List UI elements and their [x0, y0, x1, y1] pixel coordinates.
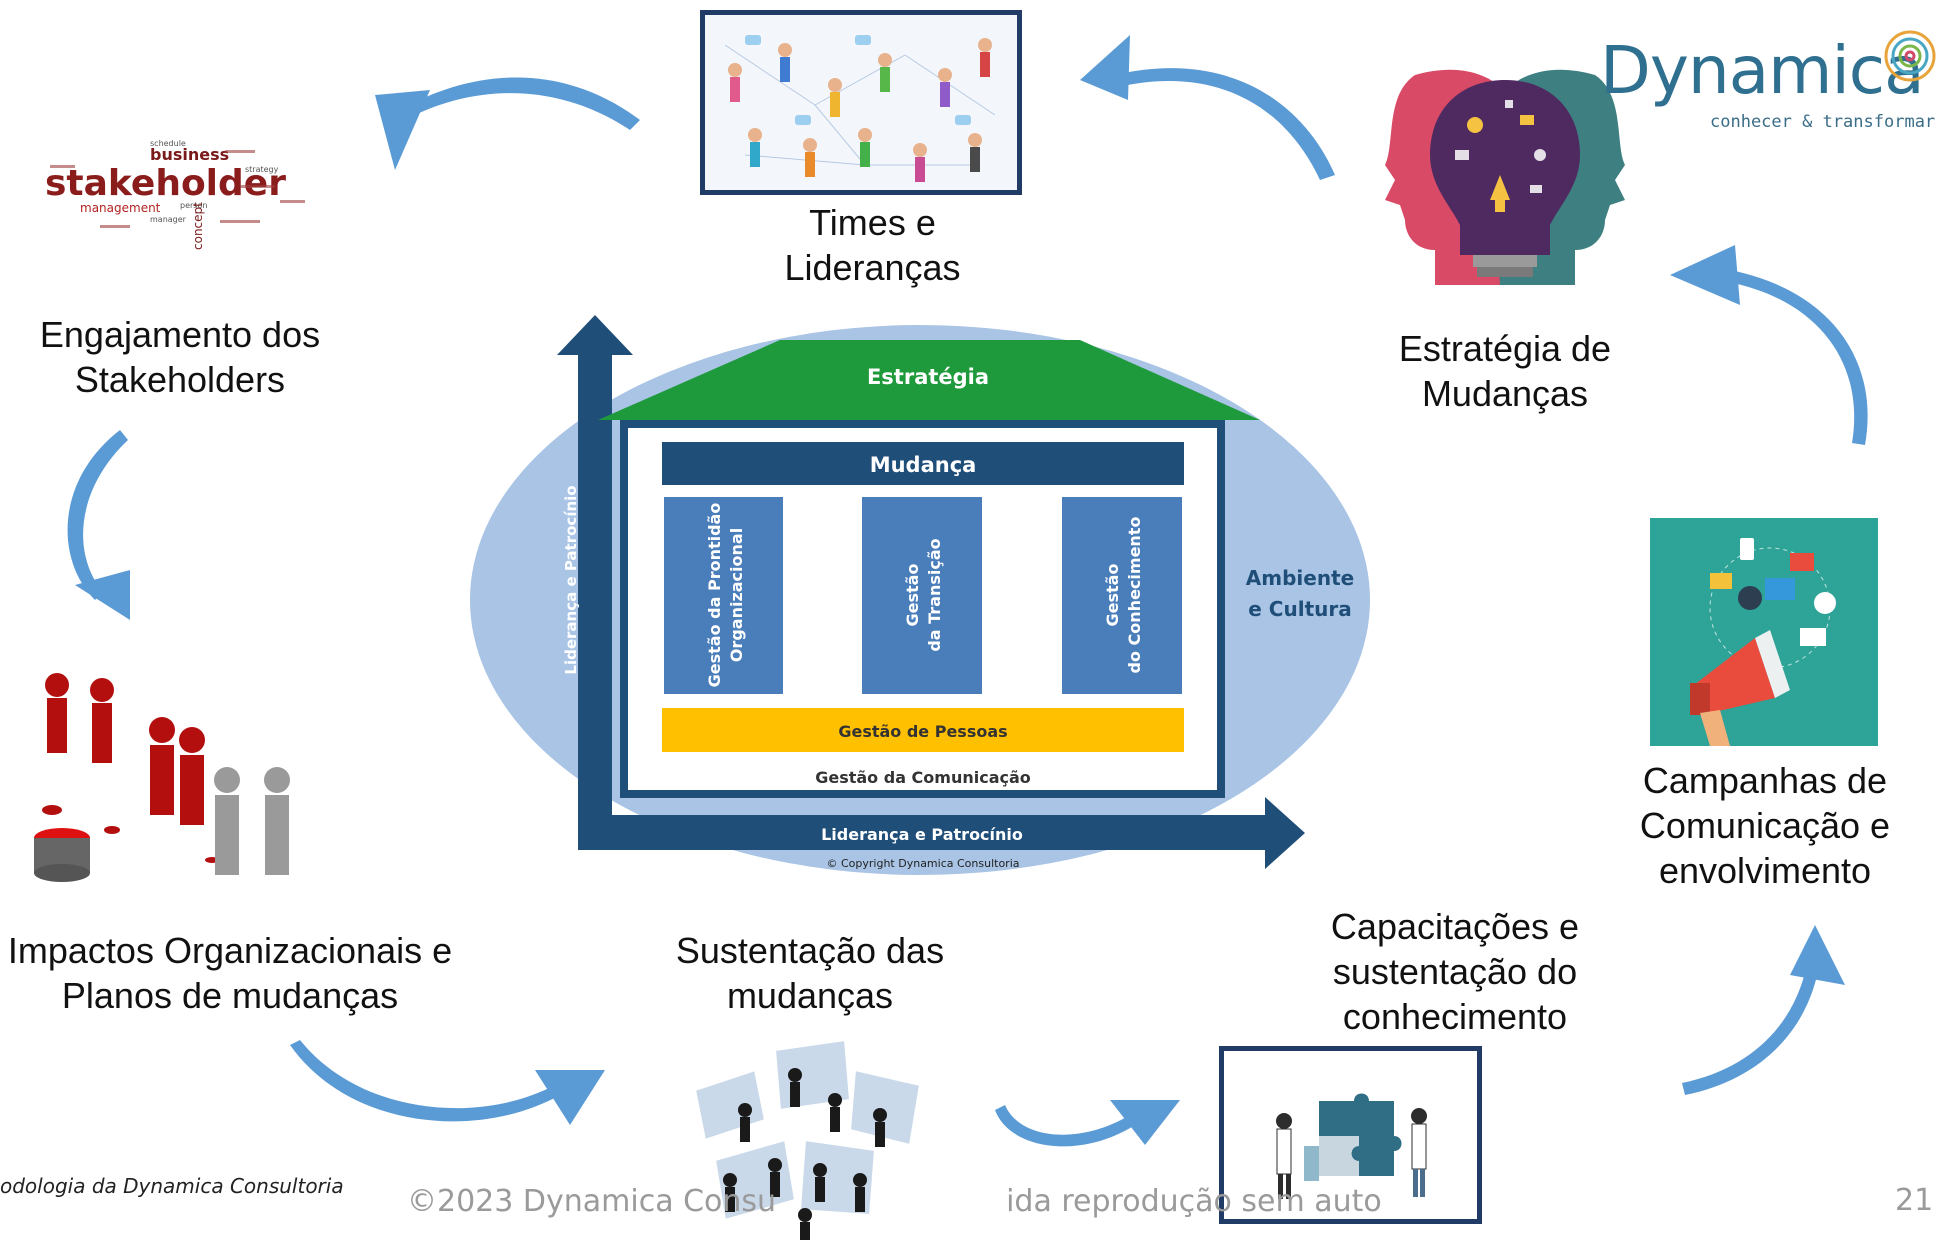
house-diagram: Estratégia Mudança Gestão da Prontidão O…: [470, 315, 1370, 875]
pillar-3-label-line2: do Conhecimento: [1125, 517, 1144, 674]
sustentacao-image: [685, 1030, 935, 1240]
arrow-head-5: [1110, 1100, 1180, 1145]
times-image: [700, 10, 1022, 195]
horizontal-axis-arrow: [578, 797, 1305, 869]
capacitacoes-label-line1: Capacitações e: [1330, 906, 1580, 947]
estrategia-label-line2: Mudanças: [1421, 373, 1589, 414]
estrategia-image: [1355, 55, 1655, 305]
horizontal-axis-label: Liderança e Patrocínio: [821, 825, 1023, 844]
page-number: 21: [1895, 1183, 1934, 1218]
environment-label-line2: e Cultura: [1248, 597, 1351, 621]
dynamica-logo: Dynamica conhecer & transformar: [1600, 20, 1939, 135]
pillar-3: [1062, 497, 1182, 694]
roof-label: Estratégia: [867, 365, 989, 389]
communication-label: Gestão da Comunicação: [815, 768, 1031, 787]
vertical-axis-label: Liderança e Patrocínio: [562, 485, 580, 674]
word-concept: concept: [191, 202, 205, 250]
sustentacao-label-line1: Sustentação das: [675, 930, 945, 971]
logo-tagline: conhecer & transformar: [1710, 112, 1936, 132]
footer-copyright-part2: ida reprodução sem auto: [1006, 1184, 1382, 1219]
arrow-head-7: [1670, 245, 1740, 305]
estrategia-label-line1: Estratégia de: [1398, 328, 1612, 369]
roof: [598, 340, 1260, 420]
word-person: person: [180, 201, 207, 210]
environment-label-line1: Ambiente: [1246, 566, 1354, 590]
times-label-line2: Lideranças: [784, 247, 961, 288]
engajamento-label: Engajamento dos Stakeholders: [20, 312, 340, 402]
beam-label: Mudança: [870, 453, 977, 477]
word-management: management: [80, 201, 161, 215]
capacitacoes-label: Capacitações e sustentação do conhecimen…: [1300, 904, 1610, 1039]
logo-wordmark: Dynamica: [1600, 32, 1925, 109]
impactos-image: [12, 660, 298, 898]
impactos-label: Impactos Organizacionais e Planos de mud…: [0, 928, 460, 1018]
pillar-2-label-line2: da Transição: [925, 538, 944, 651]
arrow-engajamento-to-impactos: [67, 430, 128, 600]
footer-copyright: ©2023 Dynamica Consu ida reprodução sem a…: [407, 1184, 1382, 1219]
people-label: Gestão de Pessoas: [838, 722, 1007, 741]
impactos-label-line1: Impactos Organizacionais e: [7, 930, 453, 971]
engajamento-label-line2: Stakeholders: [74, 359, 286, 400]
campanhas-label-line2: Comunicação e: [1639, 805, 1891, 846]
people-network-icon: [724, 35, 996, 182]
arrow-campanhas-to-estrategia: [1728, 270, 1868, 445]
campanhas-label-line3: envolvimento: [1658, 850, 1872, 891]
word-manager: manager: [150, 215, 187, 224]
arrow-head-6: [1790, 925, 1845, 985]
times-label-line1: Times e: [809, 202, 936, 243]
arrow-times-to-engajamento: [400, 77, 640, 130]
campanhas-label-line1: Campanhas de: [1642, 760, 1888, 801]
pillar-3-label-line1: Gestão: [1103, 564, 1122, 627]
campanhas-image: [1650, 518, 1878, 746]
arrow-head-3: [75, 570, 130, 620]
word-schedule: schedule: [150, 139, 186, 148]
pillar-2: [862, 497, 982, 694]
estrategia-label: Estratégia de Mudanças: [1370, 326, 1640, 416]
arrow-head-2: [1080, 35, 1130, 100]
times-label: Times e Lideranças: [750, 200, 995, 290]
vertical-axis-arrow: [557, 315, 633, 830]
pillar-2-label-line1: Gestão: [903, 564, 922, 627]
footer-methodology: odologia da Dynamica Consultoria: [0, 1174, 344, 1198]
stakeholder-word-cloud: business stakeholder management schedule…: [40, 110, 320, 250]
pillar-1-label-line2: Organizacional: [727, 528, 746, 662]
logo-flower-icon: [1884, 30, 1936, 82]
arrow-impactos-to-sustentacao: [290, 1040, 560, 1122]
word-strategy: strategy: [245, 165, 279, 174]
puzzle-icon: [1276, 1093, 1427, 1199]
capacitacoes-label-line2: sustentação do: [1332, 951, 1578, 992]
copyright-label: © Copyright Dynamica Consultoria: [827, 857, 1020, 870]
heads-lightbulb-icon: [1385, 69, 1625, 286]
arrow-estrategia-to-times: [1115, 68, 1335, 180]
footer-copyright-part1: ©2023 Dynamica Consu: [407, 1184, 777, 1219]
megaphone-icon: [1690, 538, 1836, 746]
arrow-head-1: [375, 90, 430, 170]
impactos-label-line2: Planos de mudanças: [61, 975, 399, 1016]
capacitacoes-label-line3: conhecimento: [1342, 996, 1568, 1037]
people-bar: [662, 708, 1184, 752]
word-stakeholder: stakeholder: [45, 163, 286, 204]
pillar-1: [664, 497, 783, 694]
arrow-sustentacao-to-capacitacoes: [995, 1105, 1135, 1147]
word-business: business: [150, 145, 229, 164]
sustentacao-label: Sustentação das mudanças: [660, 928, 960, 1018]
sustentacao-label-line2: mudanças: [726, 975, 894, 1016]
campanhas-label: Campanhas de Comunicação e envolvimento: [1610, 758, 1920, 893]
pillar-1-label-line1: Gestão da Prontidão: [705, 503, 724, 688]
beam: [662, 442, 1184, 485]
capacitacoes-image: [1219, 1046, 1482, 1224]
arrow-head-4: [535, 1070, 605, 1125]
arrow-capacitacoes-to-campanhas: [1682, 958, 1820, 1095]
engajamento-label-line1: Engajamento dos: [39, 314, 321, 355]
